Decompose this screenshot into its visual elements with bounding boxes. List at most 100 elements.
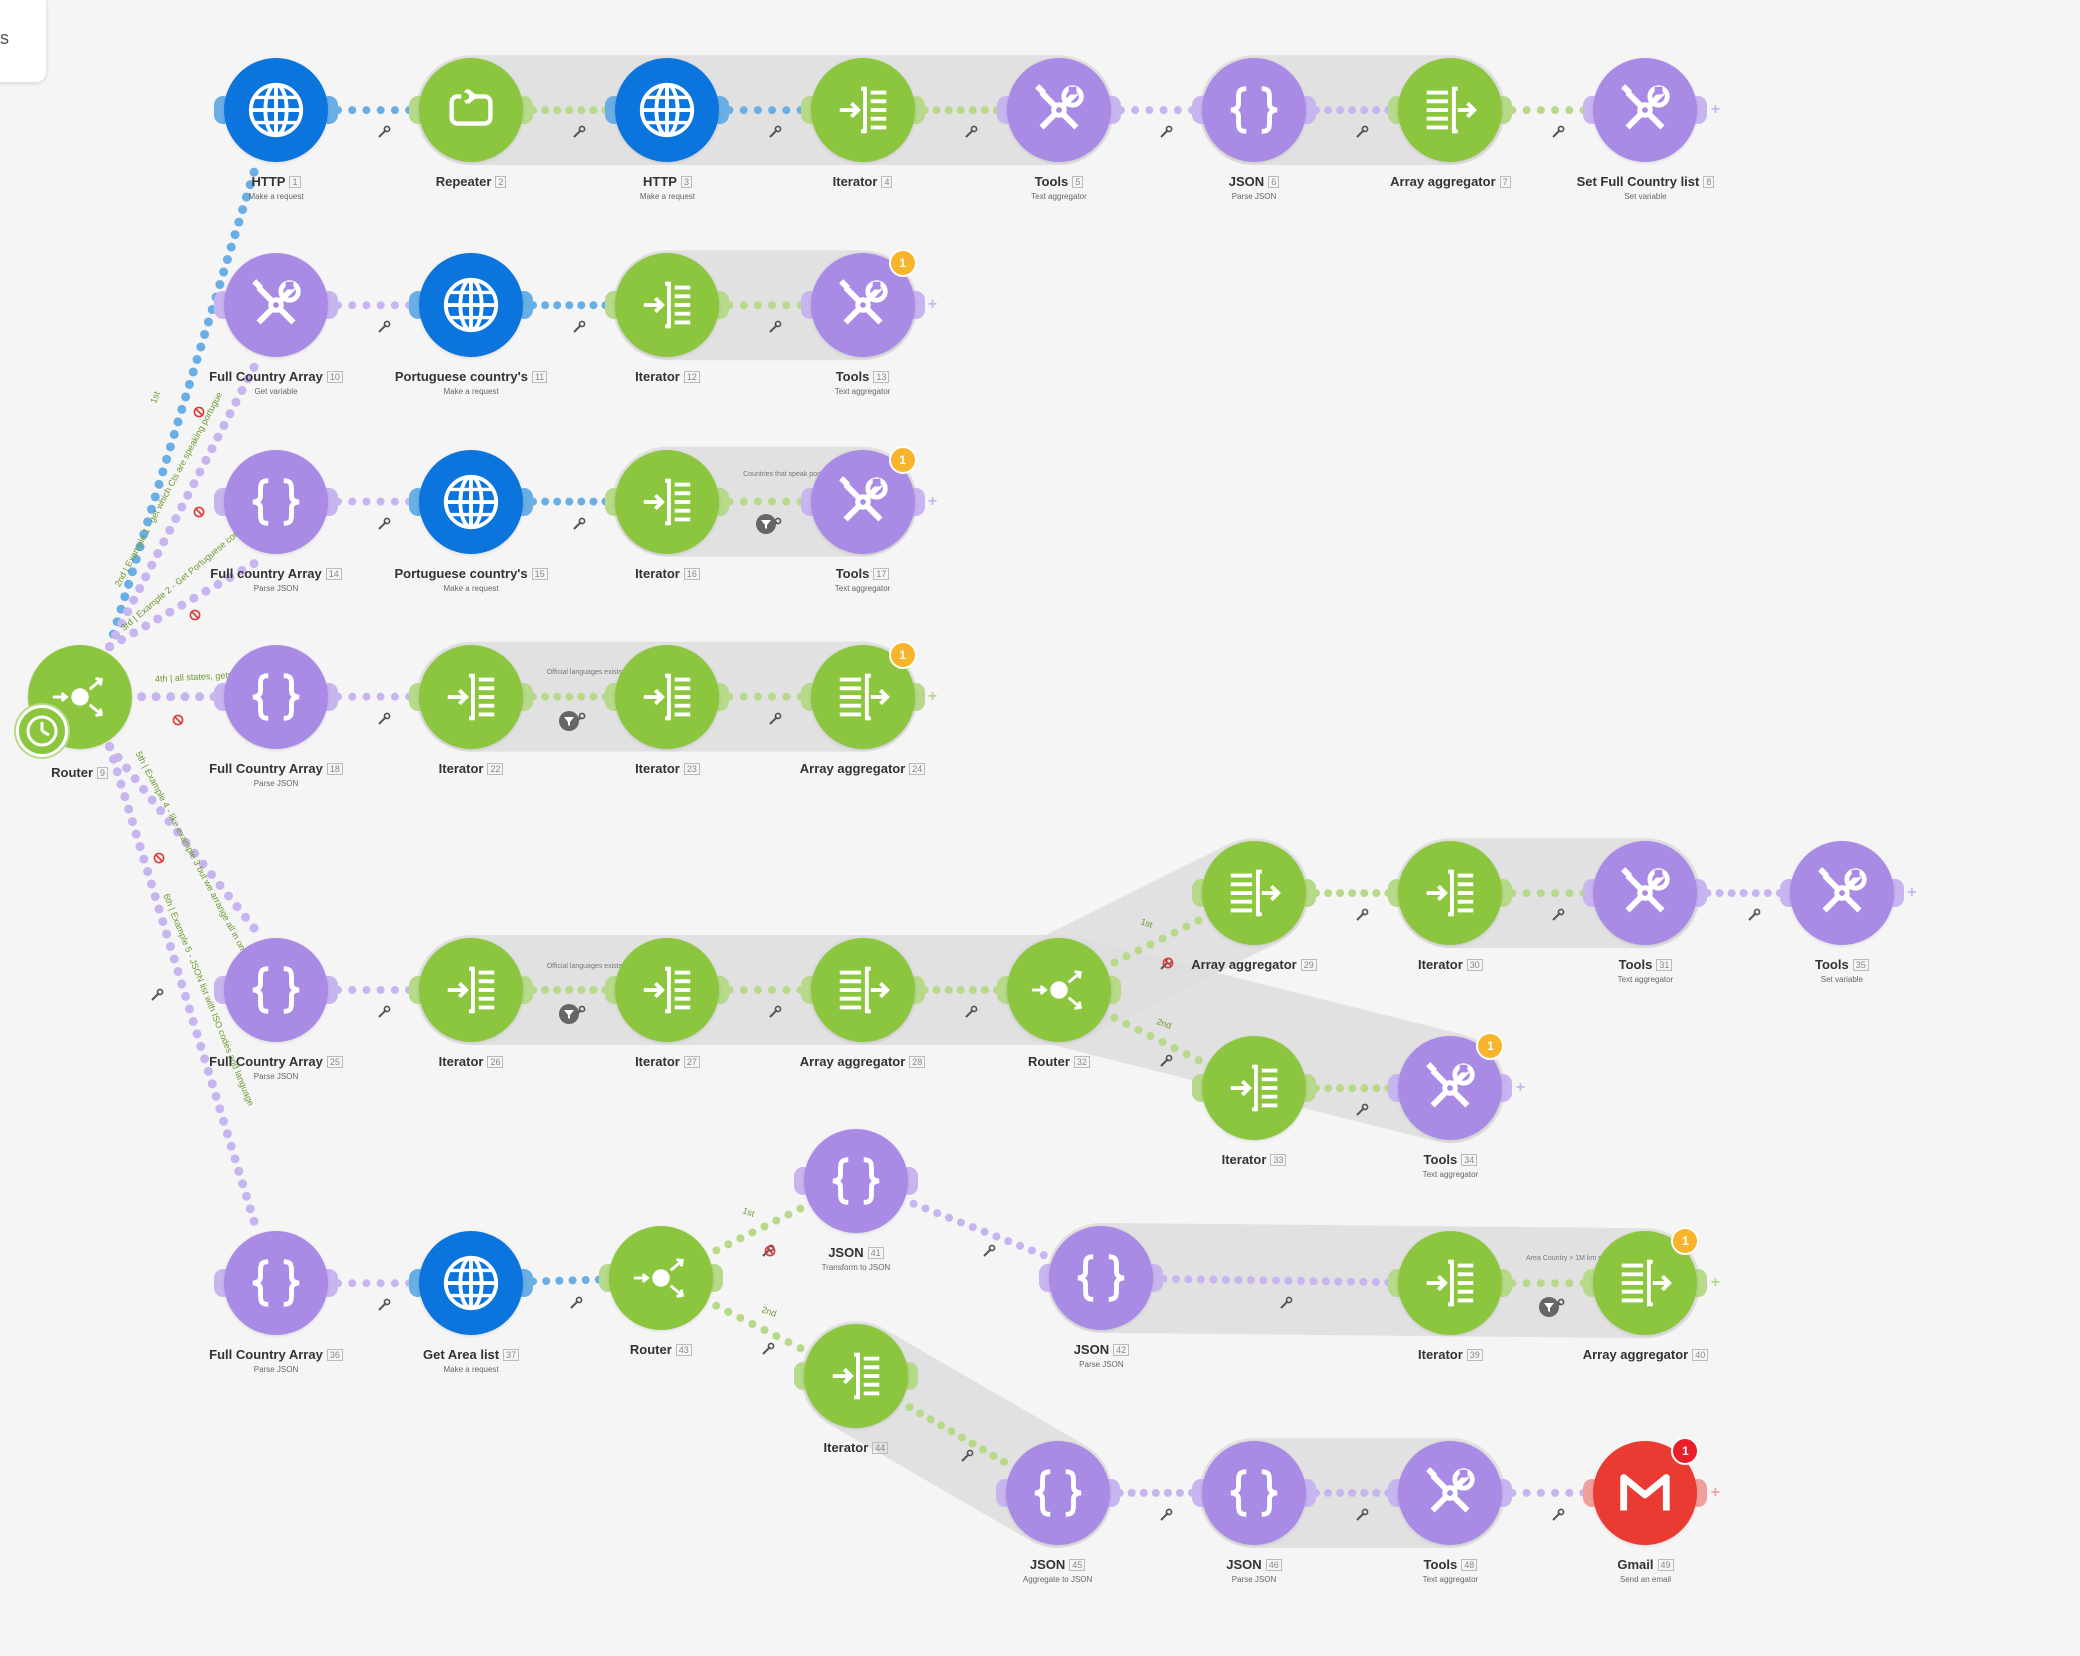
module-iterator[interactable] (605, 449, 730, 554)
route-settings-wrench-icon[interactable] (1747, 908, 1761, 922)
module-json[interactable] (793, 1129, 918, 1234)
filter-disabled-icon[interactable] (193, 405, 205, 418)
filter-disabled-icon[interactable] (1162, 956, 1174, 969)
filter-label[interactable]: Official languages exists (546, 963, 623, 971)
filter-disabled-icon[interactable] (193, 505, 205, 518)
module-set-full-country-list[interactable]: + (1583, 58, 1720, 163)
module-full-country-array[interactable] (214, 937, 339, 1042)
route-settings-wrench-icon[interactable] (377, 1298, 391, 1312)
route-settings-wrench-icon[interactable] (964, 125, 978, 139)
module-repeater[interactable] (409, 58, 534, 163)
add-module-plus-icon[interactable]: + (927, 296, 938, 314)
module-full-country-array[interactable] (214, 1231, 339, 1336)
module-full-country-array[interactable] (214, 449, 339, 554)
module-router[interactable] (598, 1225, 723, 1330)
module-gmail[interactable]: 1+ (1583, 1436, 1720, 1545)
route-settings-wrench-icon[interactable] (1355, 1508, 1369, 1522)
module-tools[interactable]: 1+ (800, 249, 937, 358)
route-settings-wrench-icon[interactable] (1159, 125, 1173, 139)
module-iterator[interactable] (800, 58, 925, 163)
module-tools[interactable] (1388, 1440, 1513, 1545)
route-settings-wrench-icon[interactable] (572, 517, 586, 531)
module-tools[interactable]: 1+ (800, 445, 937, 554)
add-module-plus-icon[interactable]: + (1710, 1274, 1721, 1292)
module-iterator[interactable] (1192, 1036, 1316, 1141)
route-settings-wrench-icon[interactable] (377, 320, 391, 334)
module-tools[interactable] (1583, 841, 1708, 946)
module-array-aggregator[interactable] (800, 937, 925, 1042)
route-settings-wrench-icon[interactable] (377, 517, 391, 531)
filter-funnel-icon[interactable] (1538, 1297, 1559, 1318)
filter-disabled-icon[interactable] (189, 608, 201, 621)
module-iterator[interactable] (605, 644, 730, 749)
route-settings-wrench-icon[interactable] (1355, 125, 1369, 139)
module-get-area-list[interactable] (409, 1231, 534, 1336)
route-settings-wrench-icon[interactable] (982, 1244, 996, 1258)
module-array-aggregator[interactable] (1388, 58, 1513, 163)
route-settings-wrench-icon[interactable] (1355, 908, 1369, 922)
add-module-plus-icon[interactable]: + (927, 492, 938, 510)
route-settings-wrench-icon[interactable] (1279, 1296, 1293, 1310)
module-portuguese-country-s[interactable] (409, 449, 534, 554)
warning-badge[interactable]: 1 (888, 640, 917, 669)
warning-badge[interactable]: 1 (1476, 1032, 1505, 1061)
clock-trigger-icon[interactable] (15, 704, 68, 757)
module-router[interactable] (996, 937, 1121, 1042)
side-panel-tab[interactable]: s (0, 0, 46, 82)
add-module-plus-icon[interactable]: + (1907, 884, 1917, 902)
route-settings-wrench-icon[interactable] (1551, 125, 1565, 139)
filter-funnel-icon[interactable] (559, 1003, 580, 1024)
filter-disabled-icon[interactable] (764, 1244, 776, 1257)
filter-label[interactable]: Countries that speak portugue (743, 471, 837, 479)
module-iterator[interactable] (1388, 1231, 1513, 1336)
route-settings-wrench-icon[interactable] (569, 1296, 583, 1310)
module-iterator[interactable] (1388, 841, 1513, 946)
warning-badge[interactable]: 1 (888, 249, 917, 278)
route-settings-wrench-icon[interactable] (1355, 1103, 1369, 1117)
filter-disabled-icon[interactable] (172, 713, 184, 726)
warning-badge[interactable]: 1 (1671, 1436, 1700, 1465)
router-module[interactable] (15, 644, 132, 757)
module-array-aggregator[interactable]: 1+ (800, 640, 937, 749)
add-module-plus-icon[interactable]: + (927, 687, 938, 705)
module-json[interactable] (1192, 1440, 1316, 1545)
route-settings-wrench-icon[interactable] (1551, 908, 1565, 922)
filter-funnel-icon[interactable] (755, 514, 776, 535)
route-settings-wrench-icon[interactable] (1159, 1508, 1173, 1522)
route-settings-wrench-icon[interactable] (1159, 1054, 1173, 1068)
route-settings-wrench-icon[interactable] (768, 712, 782, 726)
module-array-aggregator[interactable]: 1+ (1583, 1227, 1720, 1336)
module-json[interactable] (1039, 1225, 1164, 1330)
module-http[interactable] (605, 58, 730, 163)
module-iterator[interactable] (793, 1324, 918, 1429)
filter-label[interactable]: Official languages exists (546, 668, 623, 676)
route-settings-wrench-icon[interactable] (768, 320, 782, 334)
route-settings-wrench-icon[interactable] (377, 1005, 391, 1019)
module-iterator[interactable] (409, 937, 534, 1042)
add-module-plus-icon[interactable]: + (1710, 101, 1721, 119)
route-settings-wrench-icon[interactable] (960, 1449, 974, 1463)
route-settings-wrench-icon[interactable] (150, 988, 164, 1002)
route-settings-wrench-icon[interactable] (1551, 1508, 1565, 1522)
module-tools[interactable]: + (1779, 841, 1917, 946)
filter-disabled-icon[interactable] (153, 851, 165, 864)
add-module-plus-icon[interactable]: + (1515, 1079, 1526, 1097)
module-iterator[interactable] (409, 644, 534, 749)
module-json[interactable] (995, 1440, 1120, 1545)
route-settings-wrench-icon[interactable] (572, 320, 586, 334)
route-settings-wrench-icon[interactable] (768, 125, 782, 139)
module-tools[interactable] (996, 58, 1121, 163)
route-settings-wrench-icon[interactable] (377, 125, 391, 139)
route-settings-wrench-icon[interactable] (377, 712, 391, 726)
module-json[interactable] (1192, 58, 1316, 163)
filter-funnel-icon[interactable] (559, 710, 580, 731)
module-http[interactable] (214, 58, 339, 163)
module-full-country-array[interactable] (214, 644, 339, 749)
module-array-aggregator[interactable] (1192, 841, 1316, 946)
filter-label[interactable]: Area Country > 1M km square (1526, 1255, 1620, 1263)
module-iterator[interactable] (605, 937, 730, 1042)
add-module-plus-icon[interactable]: + (1710, 1483, 1721, 1501)
route-settings-wrench-icon[interactable] (964, 1005, 978, 1019)
module-iterator[interactable] (605, 253, 730, 358)
